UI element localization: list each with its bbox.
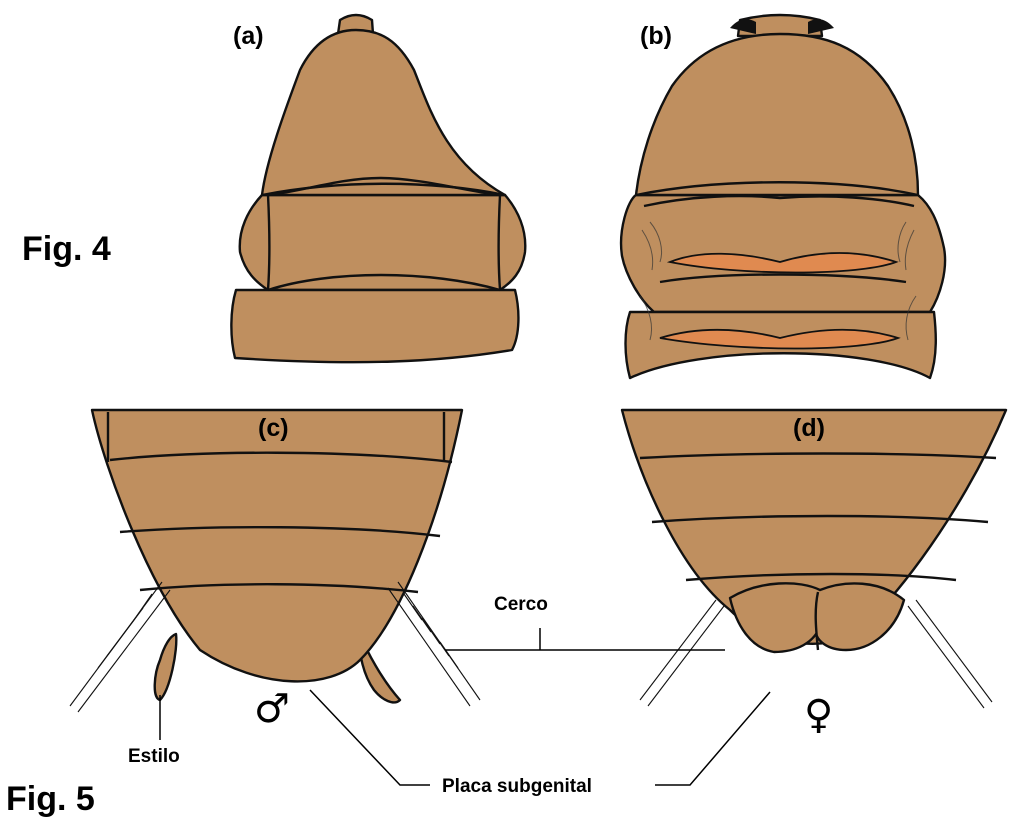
abdomen-d-drawing — [622, 410, 1006, 708]
figure-4-label: Fig. 4 — [22, 230, 111, 268]
panel-label-a: (a) — [233, 22, 264, 50]
panel-label-d: (d) — [793, 414, 825, 442]
thorax-a-drawing — [231, 15, 525, 362]
female-symbol: ♀ — [804, 692, 833, 738]
estilo-label: Estilo — [128, 746, 180, 767]
placa-subgenital-label: Placa subgenital — [442, 776, 592, 797]
panel-label-b: (b) — [640, 22, 672, 50]
male-symbol: ♂ — [254, 686, 290, 732]
abdomen-c-drawing — [70, 410, 480, 712]
cerco-right — [388, 582, 480, 706]
cerco-d-right — [908, 600, 992, 708]
figure-5-label: Fig. 5 — [6, 780, 95, 818]
panel-label-c: (c) — [258, 414, 289, 442]
cerco-label: Cerco — [494, 594, 548, 615]
thorax-b-drawing — [621, 15, 945, 378]
cerco-d-left — [640, 600, 724, 706]
